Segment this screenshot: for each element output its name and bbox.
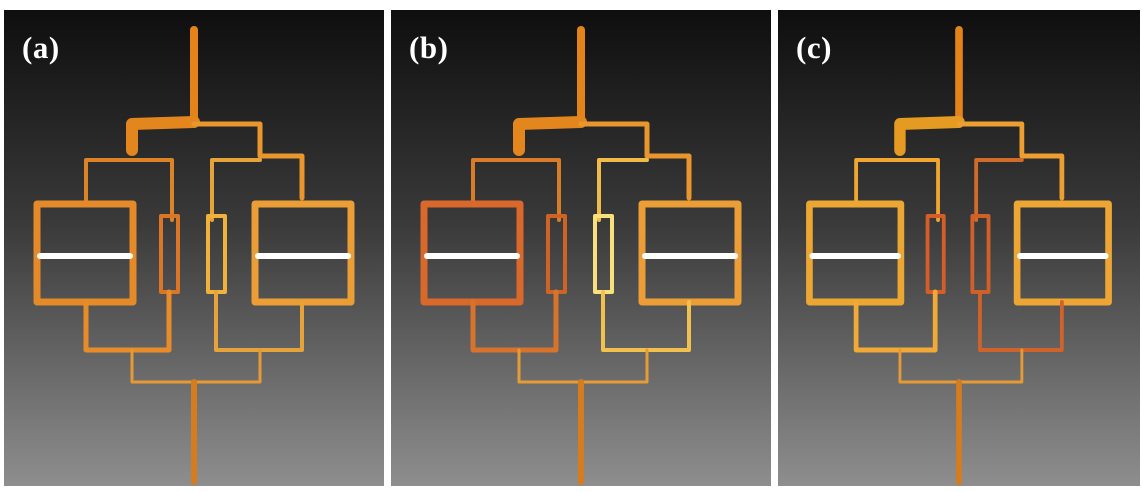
elbow-left-channel <box>513 116 587 156</box>
lower-left-channel <box>853 289 938 353</box>
elbow-left-channel <box>126 116 200 156</box>
panel-label-a: (a) <box>22 30 60 65</box>
header-right-channel <box>597 158 649 222</box>
network-diagram-a <box>4 10 384 486</box>
elbow-right-channel <box>191 121 305 201</box>
panel-label-b: (b) <box>409 30 449 65</box>
panel-label-c: (c) <box>796 30 832 65</box>
header-right-channel <box>974 158 1024 222</box>
panel-b: (b) <box>391 10 771 486</box>
header-left-channel <box>471 158 561 222</box>
header-left-channel <box>854 158 940 222</box>
elbow-left-channel <box>894 116 965 156</box>
header-left-channel <box>84 158 174 222</box>
elbow-right-channel <box>578 121 692 201</box>
panel-c: (c) <box>778 10 1140 486</box>
elbow-right-channel <box>956 121 1065 201</box>
network-diagram-c <box>778 10 1140 486</box>
lower-left-channel <box>83 289 172 353</box>
lower-left-channel <box>470 289 559 353</box>
network-diagram-b <box>391 10 771 486</box>
panel-a: (a) <box>4 10 384 486</box>
header-right-channel <box>210 158 262 222</box>
